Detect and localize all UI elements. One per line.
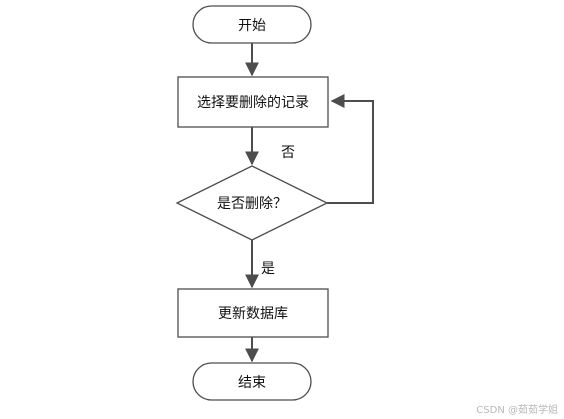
select-record-node: 选择要删除的记录	[177, 76, 329, 128]
start-node: 开始	[192, 5, 312, 44]
select-record-label: 选择要删除的记录	[197, 95, 309, 111]
end-label: 结束	[238, 375, 266, 391]
label-no: 否	[281, 145, 295, 161]
watermark: CSDN @茹茹学姐	[476, 405, 558, 416]
decision-label: 是否删除？	[217, 196, 287, 212]
label-yes: 是	[261, 261, 275, 277]
start-label: 开始	[238, 18, 266, 34]
arrow-no-loop-back	[327, 94, 374, 204]
update-db-label: 更新数据库	[218, 306, 288, 322]
update-db-node: 更新数据库	[177, 288, 329, 338]
end-node: 结束	[192, 362, 312, 401]
decision-node: 是否删除？	[175, 165, 329, 241]
